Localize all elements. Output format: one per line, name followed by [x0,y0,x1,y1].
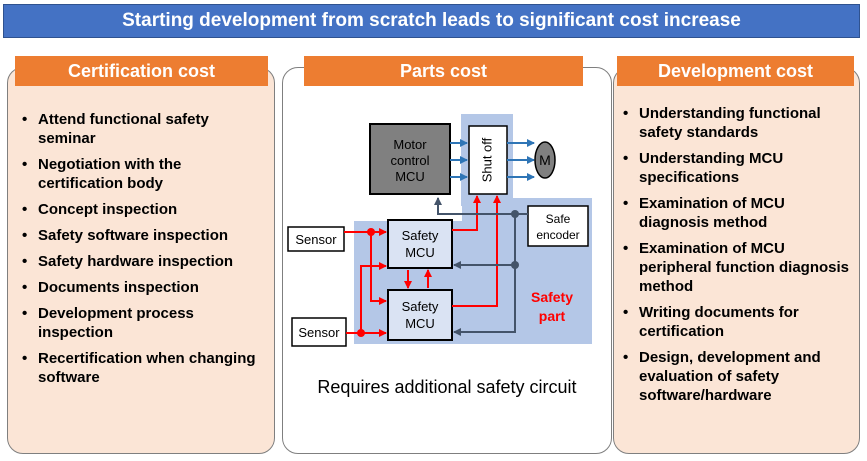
shut-off-label: Shut off [479,137,494,182]
parts-header: Parts cost [304,56,583,86]
safety-part-label-2: part [539,308,566,324]
safety-mcu-top-label-2: MCU [405,245,435,260]
safe-encoder-box [527,205,589,247]
certification-item: Concept inspection [18,200,268,219]
safety-mcu-bottom-box [387,289,453,341]
safety-part-label-1: Safety [531,289,573,305]
development-header: Development cost [617,56,854,86]
motor-control-label-1: Motor [393,137,427,152]
motor-label: M [539,152,551,168]
certification-item: Safety hardware inspection [18,252,268,271]
parts-caption: Requires additional safety circuit [317,377,577,397]
certification-list: Attend functional safety seminarNegotiat… [18,110,268,394]
sensor-top-label: Sensor [295,232,337,247]
safety-mcu-top-label-1: Safety [402,228,439,243]
sensor-bottom-box [291,317,347,347]
certification-item: Attend functional safety seminar [18,110,268,148]
page-title-banner: Starting development from scratch leads … [3,4,860,38]
safety-mcu-top-box [387,219,453,269]
safe-encoder-label-1: Safe [546,212,571,226]
development-item: Writing documents for certification [619,303,854,341]
development-item: Design, development and evaluation of sa… [619,348,854,405]
sensor-top-box [287,226,345,252]
motor-control-label-2: control [390,153,429,168]
development-item: Examination of MCU diagnosis method [619,194,854,232]
certification-header: Certification cost [15,56,268,86]
safety-mcu-bottom-label-2: MCU [405,316,435,331]
development-list: Understanding functional safety standard… [619,104,854,412]
shut-off-box [468,125,508,195]
certification-item: Negotiation with the certification body [18,155,268,193]
development-item: Understanding functional safety standard… [619,104,854,142]
safety-mcu-bottom-label-1: Safety [402,299,439,314]
development-item: Understanding MCU specifications [619,149,854,187]
motor-control-label-3: MCU [395,169,425,184]
development-item: Examination of MCU peripheral function d… [619,239,854,296]
sensor-bottom-label: Sensor [298,325,340,340]
safety-circuit-diagram: Motor control MCU Shut off M Safe encode… [287,114,592,347]
motor-symbol [534,141,556,179]
safe-encoder-label-2: encoder [536,228,579,242]
certification-item: Documents inspection [18,278,268,297]
certification-item: Development process inspection [18,304,268,342]
certification-item: Recertification when changing software [18,349,268,387]
certification-item: Safety software inspection [18,226,268,245]
